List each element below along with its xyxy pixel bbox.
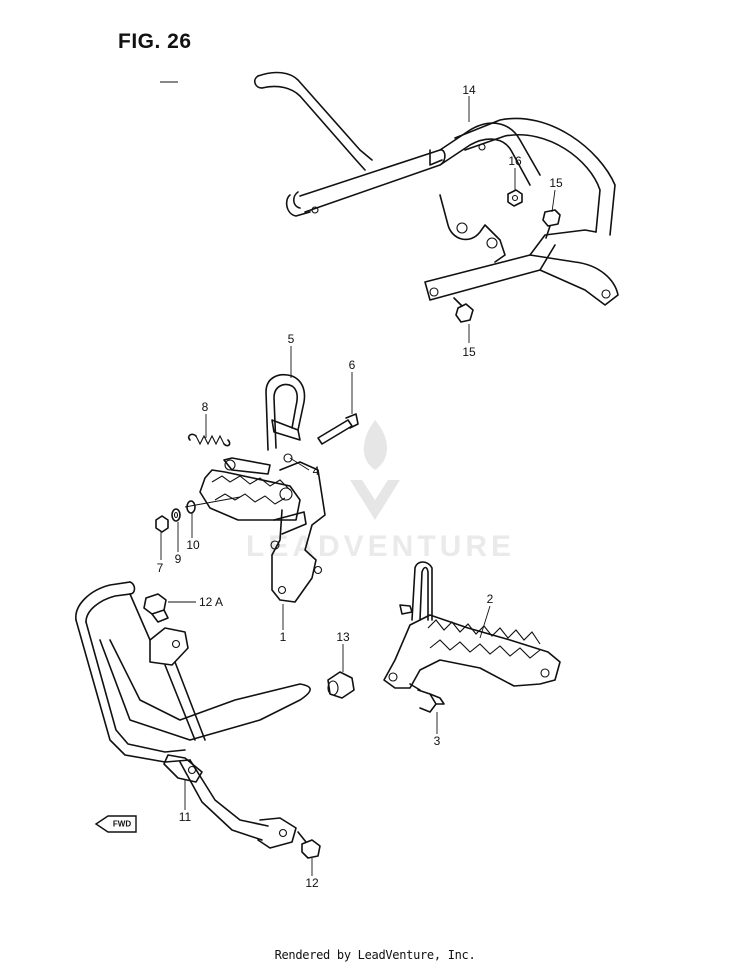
bolt-part-3: [409, 683, 445, 713]
callout-4: 4: [312, 464, 320, 478]
footer-credit: Rendered by LeadVenture, Inc.: [274, 948, 476, 962]
callout-15-upper: 15: [549, 176, 563, 190]
spring-part-8: [187, 433, 231, 447]
callout-10: 10: [186, 538, 200, 552]
callout-2: 2: [486, 592, 494, 606]
callout-16: 16: [508, 154, 522, 168]
pivot-pin-part-6: [317, 413, 359, 445]
callout-5: 5: [287, 332, 295, 346]
right-footrest-part-2: [383, 561, 561, 689]
rubber-cap-part-13: [327, 671, 355, 699]
bolt-part-15-lower: [453, 297, 474, 323]
watermark-logo-icon: [350, 420, 400, 520]
callout-7: 7: [156, 561, 164, 575]
bolt-part-12a: [143, 593, 169, 623]
callout-12a: 12 A: [198, 595, 224, 609]
callout-3: 3: [433, 734, 441, 748]
forward-direction-icon: [94, 815, 137, 833]
watermark: LEADVENTURE: [246, 530, 516, 563]
fwd-label: FWD: [112, 819, 132, 829]
washer-part-10: [186, 500, 196, 514]
bolt-part-15-upper: [542, 209, 561, 239]
callout-6: 6: [348, 358, 356, 372]
nut-part-16: [507, 189, 523, 207]
bolt-part-12: [297, 831, 321, 859]
left-footrest-assembly: [199, 374, 326, 603]
nut-part-7: [155, 515, 169, 533]
washer-part-9: [171, 508, 181, 522]
front-guard-part-11: [75, 581, 311, 849]
callout-11: 11: [178, 810, 192, 824]
callout-8: 8: [201, 400, 209, 414]
callout-1: 1: [279, 630, 287, 644]
figure-title: FIG. 26: [118, 30, 192, 53]
callout-15-lower: 15: [462, 345, 476, 359]
callout-9: 9: [174, 552, 182, 566]
rear-carrier-frame: [253, 71, 619, 306]
callout-12: 12: [305, 876, 319, 890]
callout-14: 14: [462, 83, 476, 97]
callout-13: 13: [336, 630, 350, 644]
